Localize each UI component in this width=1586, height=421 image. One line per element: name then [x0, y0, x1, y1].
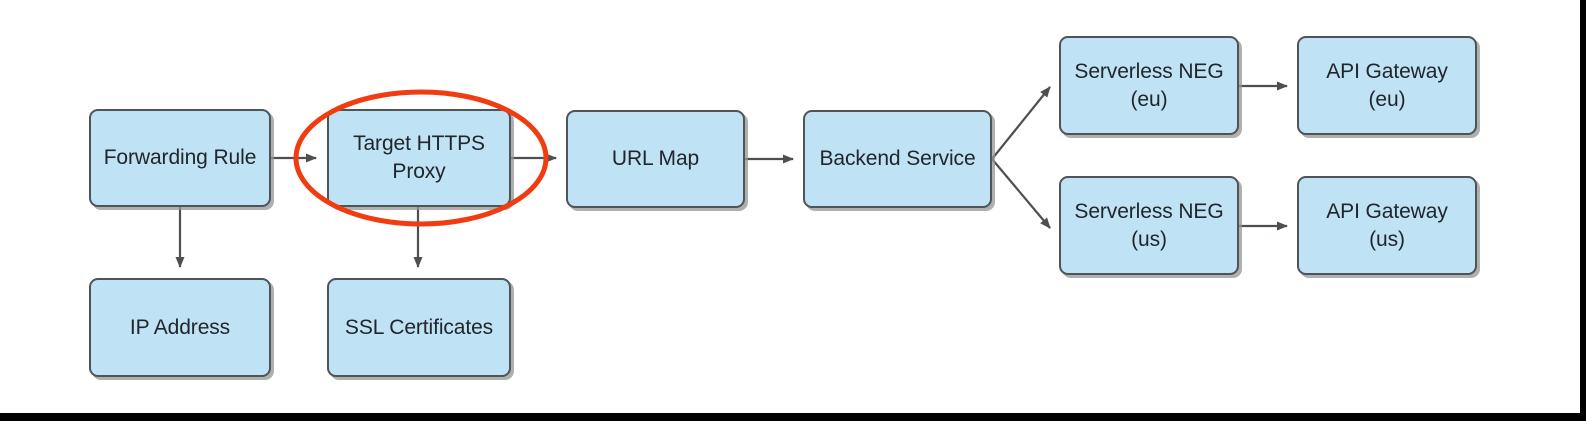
- node-label-api-gateway-us: API Gateway (us): [1326, 199, 1448, 251]
- node-label-backend-service: Backend Service: [819, 147, 976, 171]
- node-ssl-certificates[interactable]: SSL Certificates: [327, 278, 511, 377]
- node-serverless-neg-us[interactable]: Serverless NEG (us): [1059, 176, 1239, 275]
- node-label-target-https-proxy: Target HTTPS Proxy: [353, 132, 485, 183]
- node-api-gateway-us[interactable]: API Gateway (us): [1297, 176, 1477, 275]
- edge-backend-service-to-serverless-neg-us: [991, 158, 1051, 229]
- node-serverless-neg-eu[interactable]: Serverless NEG (eu): [1059, 36, 1239, 135]
- node-backend-service[interactable]: Backend Service: [803, 110, 992, 208]
- node-api-gateway-eu[interactable]: API Gateway (eu): [1297, 36, 1477, 135]
- node-label-serverless-neg-eu: Serverless NEG (eu): [1074, 59, 1224, 111]
- edge-backend-service-to-serverless-neg-eu: [991, 86, 1051, 160]
- node-label-ip-address: IP Address: [129, 315, 231, 339]
- node-label-ssl-certificates: SSL Certificates: [344, 315, 494, 339]
- node-label-serverless-neg-us: Serverless NEG (us): [1074, 199, 1224, 251]
- node-label-forwarding-rule: Forwarding Rule: [103, 146, 257, 170]
- node-label-url-map: URL Map: [611, 147, 700, 171]
- node-url-map[interactable]: URL Map: [566, 110, 745, 208]
- node-target-https-proxy[interactable]: Target HTTPS Proxy: [327, 109, 511, 207]
- node-forwarding-rule[interactable]: Forwarding Rule: [89, 109, 271, 207]
- node-label-api-gateway-eu: API Gateway (eu): [1326, 59, 1448, 111]
- node-ip-address[interactable]: IP Address: [89, 278, 271, 377]
